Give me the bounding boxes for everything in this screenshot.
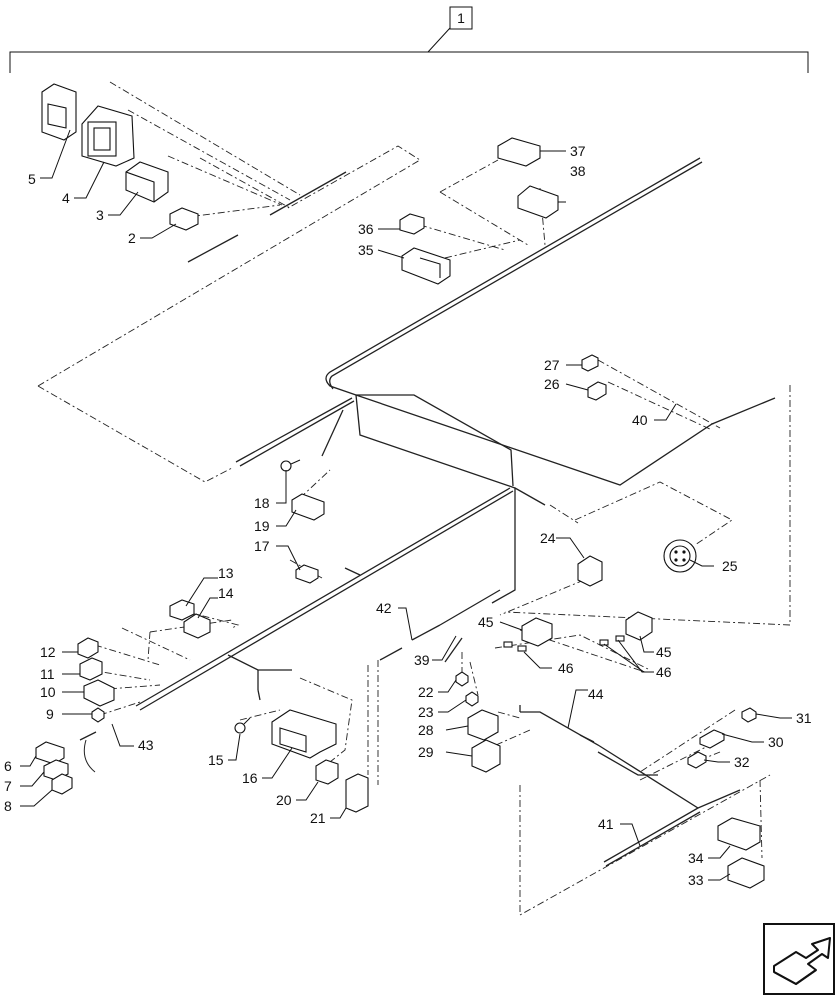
callout-45-right: 45 (656, 644, 672, 660)
callout-24: 24 (540, 530, 556, 546)
callout-46-right: 46 (656, 664, 672, 680)
callout-9: 9 (46, 706, 54, 722)
callout-38: 38 (570, 163, 586, 179)
callout-22: 22 (418, 684, 434, 700)
callout-28: 28 (418, 722, 434, 738)
callout-16: 16 (242, 770, 258, 786)
callout-37: 37 (570, 143, 586, 159)
callout-10: 10 (40, 684, 56, 700)
connector-6 (35, 741, 65, 765)
dashed-connection-lines (37, 81, 791, 916)
ecu-module-4 (81, 105, 135, 167)
connector-30 (699, 729, 725, 749)
callout-25: 25 (722, 558, 738, 574)
connector-27 (581, 354, 599, 372)
connector-17 (295, 564, 319, 584)
harness-trunk (79, 157, 776, 867)
callout-11: 11 (40, 666, 55, 682)
callout-21: 21 (310, 810, 326, 826)
connector-13 (169, 599, 195, 621)
connector-38 (517, 185, 559, 219)
callout-45-left: 45 (478, 614, 494, 630)
assembly-label: 1 (457, 10, 465, 26)
callout-18: 18 (254, 495, 270, 511)
callout-44: 44 (588, 686, 604, 702)
callout-3: 3 (96, 207, 104, 223)
callout-31: 31 (796, 710, 812, 726)
callout-46-left: 46 (558, 660, 574, 676)
connector-5 (41, 83, 77, 141)
callout-13: 13 (218, 565, 234, 581)
ring-terminal-15 (234, 717, 251, 734)
connector-9 (91, 707, 105, 723)
callout-27: 27 (544, 357, 560, 373)
callout-labels: 5 4 3 2 37 38 36 35 27 26 40 18 19 17 24… (4, 143, 812, 888)
connector-22 (455, 671, 469, 687)
callout-20: 20 (276, 792, 292, 808)
callout-8: 8 (4, 798, 12, 814)
connector-32 (687, 751, 707, 769)
connector-26 (587, 381, 607, 401)
connector-31 (741, 707, 757, 723)
connector-28 (467, 709, 499, 741)
connector-14 (183, 613, 211, 639)
callout-15: 15 (208, 752, 224, 768)
assembly-label-box (449, 6, 473, 30)
callout-42: 42 (376, 600, 392, 616)
connector-29 (471, 739, 501, 773)
callout-12: 12 (40, 644, 56, 660)
connector-3 (125, 161, 169, 203)
connector-35 (401, 247, 451, 285)
callout-7: 7 (4, 778, 12, 794)
callout-23: 23 (418, 704, 434, 720)
callout-2: 2 (128, 230, 136, 246)
callout-35: 35 (358, 242, 374, 258)
assembly-bracket: 1 (9, 6, 809, 73)
connector-21 (345, 773, 369, 813)
callout-32: 32 (734, 754, 750, 770)
cable-segments (257, 689, 595, 743)
connector-36 (399, 213, 425, 235)
callout-29: 29 (418, 744, 434, 760)
callout-43: 43 (138, 737, 154, 753)
callout-33: 33 (688, 872, 704, 888)
connector-33 (727, 857, 765, 889)
connector-10 (83, 679, 115, 707)
callout-39: 39 (414, 652, 430, 668)
connector-45-right (625, 611, 653, 641)
callout-30: 30 (768, 734, 784, 750)
callout-26: 26 (544, 376, 560, 392)
ring-terminal-18 (280, 459, 301, 472)
callout-17: 17 (254, 538, 270, 554)
connector-34 (717, 817, 761, 851)
connector-16 (271, 709, 337, 759)
connector-37 (497, 137, 541, 167)
next-arrow-icon[interactable] (763, 923, 835, 995)
connector-20 (315, 759, 339, 785)
callout-41: 41 (598, 816, 614, 832)
connector-23 (465, 691, 479, 707)
connector-12 (77, 637, 99, 659)
callout-6: 6 (4, 758, 12, 774)
callout-36: 36 (358, 221, 374, 237)
callout-40: 40 (632, 412, 648, 428)
callout-34: 34 (688, 850, 704, 866)
terminals-46 (503, 635, 625, 652)
connector-24 (577, 555, 603, 587)
connector-11 (79, 657, 103, 681)
callout-4: 4 (62, 190, 70, 206)
connector-45-left (521, 617, 553, 647)
circular-connector-25 (663, 539, 697, 573)
connector-19 (291, 493, 325, 521)
callout-14: 14 (218, 585, 234, 601)
connector-2 (169, 207, 199, 231)
callout-5: 5 (28, 171, 36, 187)
callout-19: 19 (254, 518, 270, 534)
leader-lines (20, 129, 792, 881)
